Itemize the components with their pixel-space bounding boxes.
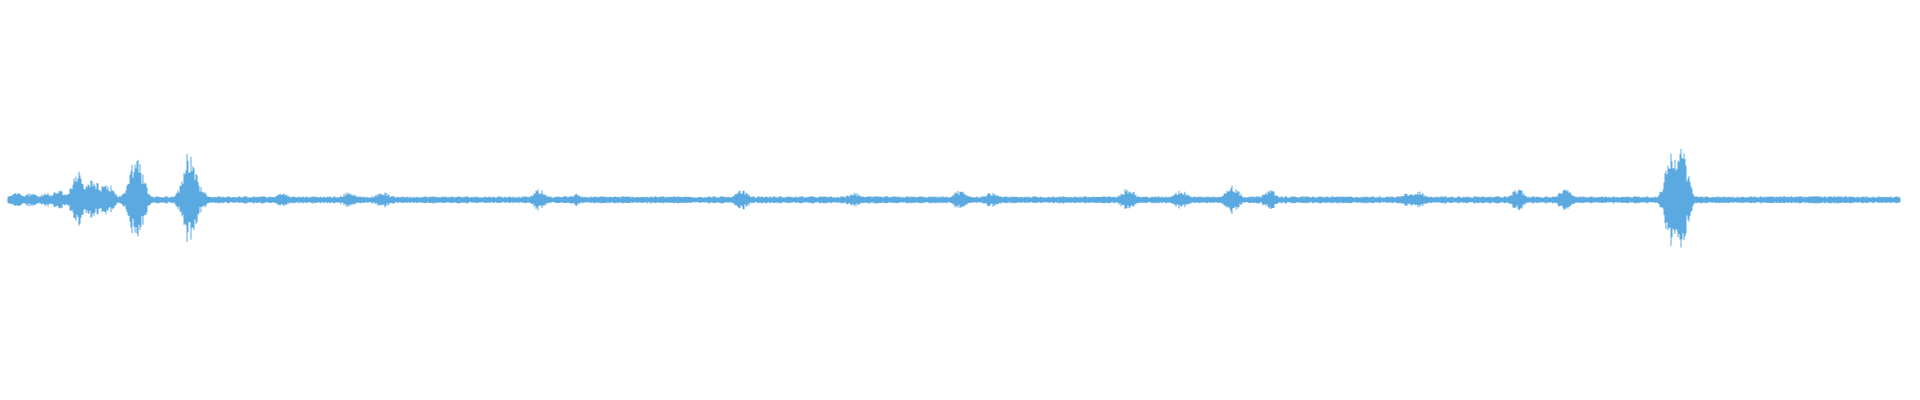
waveform-group bbox=[7, 148, 1901, 248]
waveform-trace bbox=[7, 148, 1901, 248]
